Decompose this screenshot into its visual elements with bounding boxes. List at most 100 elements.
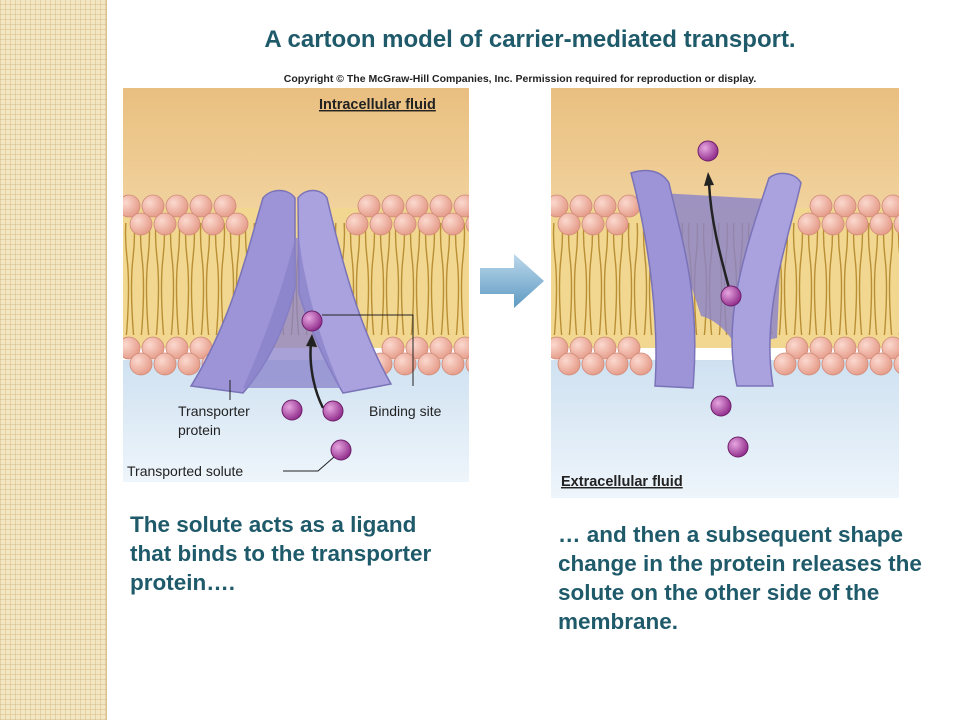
- phospholipid-head: [153, 352, 177, 376]
- phospholipid-head: [881, 194, 899, 218]
- phospholipid-head: [129, 212, 153, 236]
- binding-site-leader: [322, 314, 414, 386]
- transporter-protein: [189, 189, 393, 394]
- phospholipid-head: [785, 336, 809, 360]
- phospholipid-head: [441, 212, 465, 236]
- phospholipid-head: [381, 336, 405, 360]
- phospholipid-head: [165, 336, 189, 360]
- phospholipid-head: [893, 354, 899, 374]
- phospholipid-head: [809, 194, 833, 218]
- phospholipid-head: [833, 336, 857, 360]
- phospholipid-head: [393, 212, 417, 236]
- phospholipid-head: [153, 212, 177, 236]
- phospholipid-head: [869, 212, 893, 236]
- phospholipid-head: [809, 336, 833, 360]
- phospholipid-head: [429, 194, 453, 218]
- solute-molecule: [720, 285, 742, 307]
- phospholipid-head: [141, 336, 165, 360]
- phospholipid-head: [845, 352, 869, 376]
- lower-phospholipid-heads: [551, 336, 899, 376]
- phospholipid-head: [869, 352, 893, 376]
- phospholipid-head: [773, 352, 797, 376]
- phospholipid-head: [129, 352, 153, 376]
- phospholipid-head: [381, 194, 405, 218]
- phospholipid-head: [569, 336, 593, 360]
- release-arrow: [707, 182, 731, 289]
- phospholipid-head: [893, 214, 899, 234]
- phospholipid-head: [557, 352, 581, 376]
- transport-arrowhead: [306, 334, 317, 347]
- upper-phospholipid-heads: [123, 194, 469, 236]
- phospholipid-head: [557, 212, 581, 236]
- phospholipid-head: [797, 352, 821, 376]
- transporter-protein-label-line1: Transporter: [178, 403, 250, 419]
- phospholipid-head: [465, 215, 469, 233]
- phospholipid-head: [123, 336, 141, 360]
- transition-arrow-icon: [480, 254, 544, 308]
- solute-molecule: [322, 400, 344, 422]
- upper-phospholipid-heads: [551, 194, 899, 236]
- phospholipid-head: [797, 212, 821, 236]
- decorative-side-strip: [0, 0, 107, 720]
- released-solute: [697, 140, 719, 162]
- phospholipid-head: [821, 212, 845, 236]
- phospholipid-head: [453, 336, 469, 360]
- phospholipid-head: [345, 212, 369, 236]
- solute-molecule: [330, 439, 352, 461]
- phospholipid-head: [165, 194, 189, 218]
- transported-solute-label: Transported solute: [127, 463, 243, 479]
- phospholipid-head: [405, 336, 429, 360]
- phospholipid-head: [189, 194, 213, 218]
- solute-molecule: [710, 395, 732, 417]
- phospholipid-head: [551, 194, 569, 218]
- release-arrowhead: [704, 172, 714, 186]
- phospholipid-head: [141, 194, 165, 218]
- transporter-protein-label-line2: protein: [178, 422, 221, 438]
- phospholipid-head: [417, 212, 441, 236]
- intracellular-fluid-label: Intracellular fluid: [319, 97, 436, 113]
- phospholipid-head: [213, 194, 237, 218]
- phospholipid-head: [569, 194, 593, 218]
- phospholipid-head: [821, 352, 845, 376]
- phospholipid-head: [357, 194, 381, 218]
- phospholipid-head: [417, 352, 441, 376]
- phospholipid-head: [629, 352, 653, 376]
- phospholipid-head: [453, 194, 469, 218]
- phospholipid-head: [429, 336, 453, 360]
- phospholipid-head: [593, 336, 617, 360]
- lower-phospholipid-heads: [123, 336, 469, 376]
- phospholipid-head: [369, 212, 393, 236]
- phospholipid-head: [393, 352, 417, 376]
- phospholipid-head: [581, 352, 605, 376]
- extracellular-fluid-label: Extracellular fluid: [561, 474, 683, 490]
- phospholipid-head: [225, 212, 249, 236]
- phospholipid-head: [465, 355, 469, 373]
- solute-molecule: [281, 399, 303, 421]
- solute-leader: [283, 456, 335, 472]
- phospholipid-head: [833, 194, 857, 218]
- left-caption: The solute acts as a ligand that binds t…: [130, 512, 432, 595]
- phospholipid-head: [857, 194, 881, 218]
- phospholipid-head: [617, 336, 641, 360]
- phospholipid-head: [177, 352, 201, 376]
- bound-solute: [301, 310, 323, 332]
- phospholipid-head: [605, 352, 629, 376]
- phospholipid-head: [405, 194, 429, 218]
- phospholipid-head: [593, 194, 617, 218]
- phospholipid-head: [581, 212, 605, 236]
- phospholipid-head: [123, 194, 141, 218]
- phospholipid-head: [551, 336, 569, 360]
- copyright-notice: Copyright © The McGraw-Hill Companies, I…: [283, 73, 757, 85]
- phospholipid-head: [201, 212, 225, 236]
- slide-title: A cartoon model of carrier-mediated tran…: [264, 26, 796, 53]
- phospholipid-head: [441, 352, 465, 376]
- transporter-protein: [630, 169, 802, 389]
- phospholipid-head: [881, 336, 899, 360]
- phospholipid-head: [845, 212, 869, 236]
- right-caption: … and then a subsequent shape change in …: [558, 522, 922, 634]
- phospholipid-head: [857, 336, 881, 360]
- solute-molecule: [727, 436, 749, 458]
- extracellular-region: [551, 360, 899, 498]
- phospholipid-head: [605, 212, 629, 236]
- left-diagram-panel: Intracellular fluid Transporter protein …: [123, 88, 469, 482]
